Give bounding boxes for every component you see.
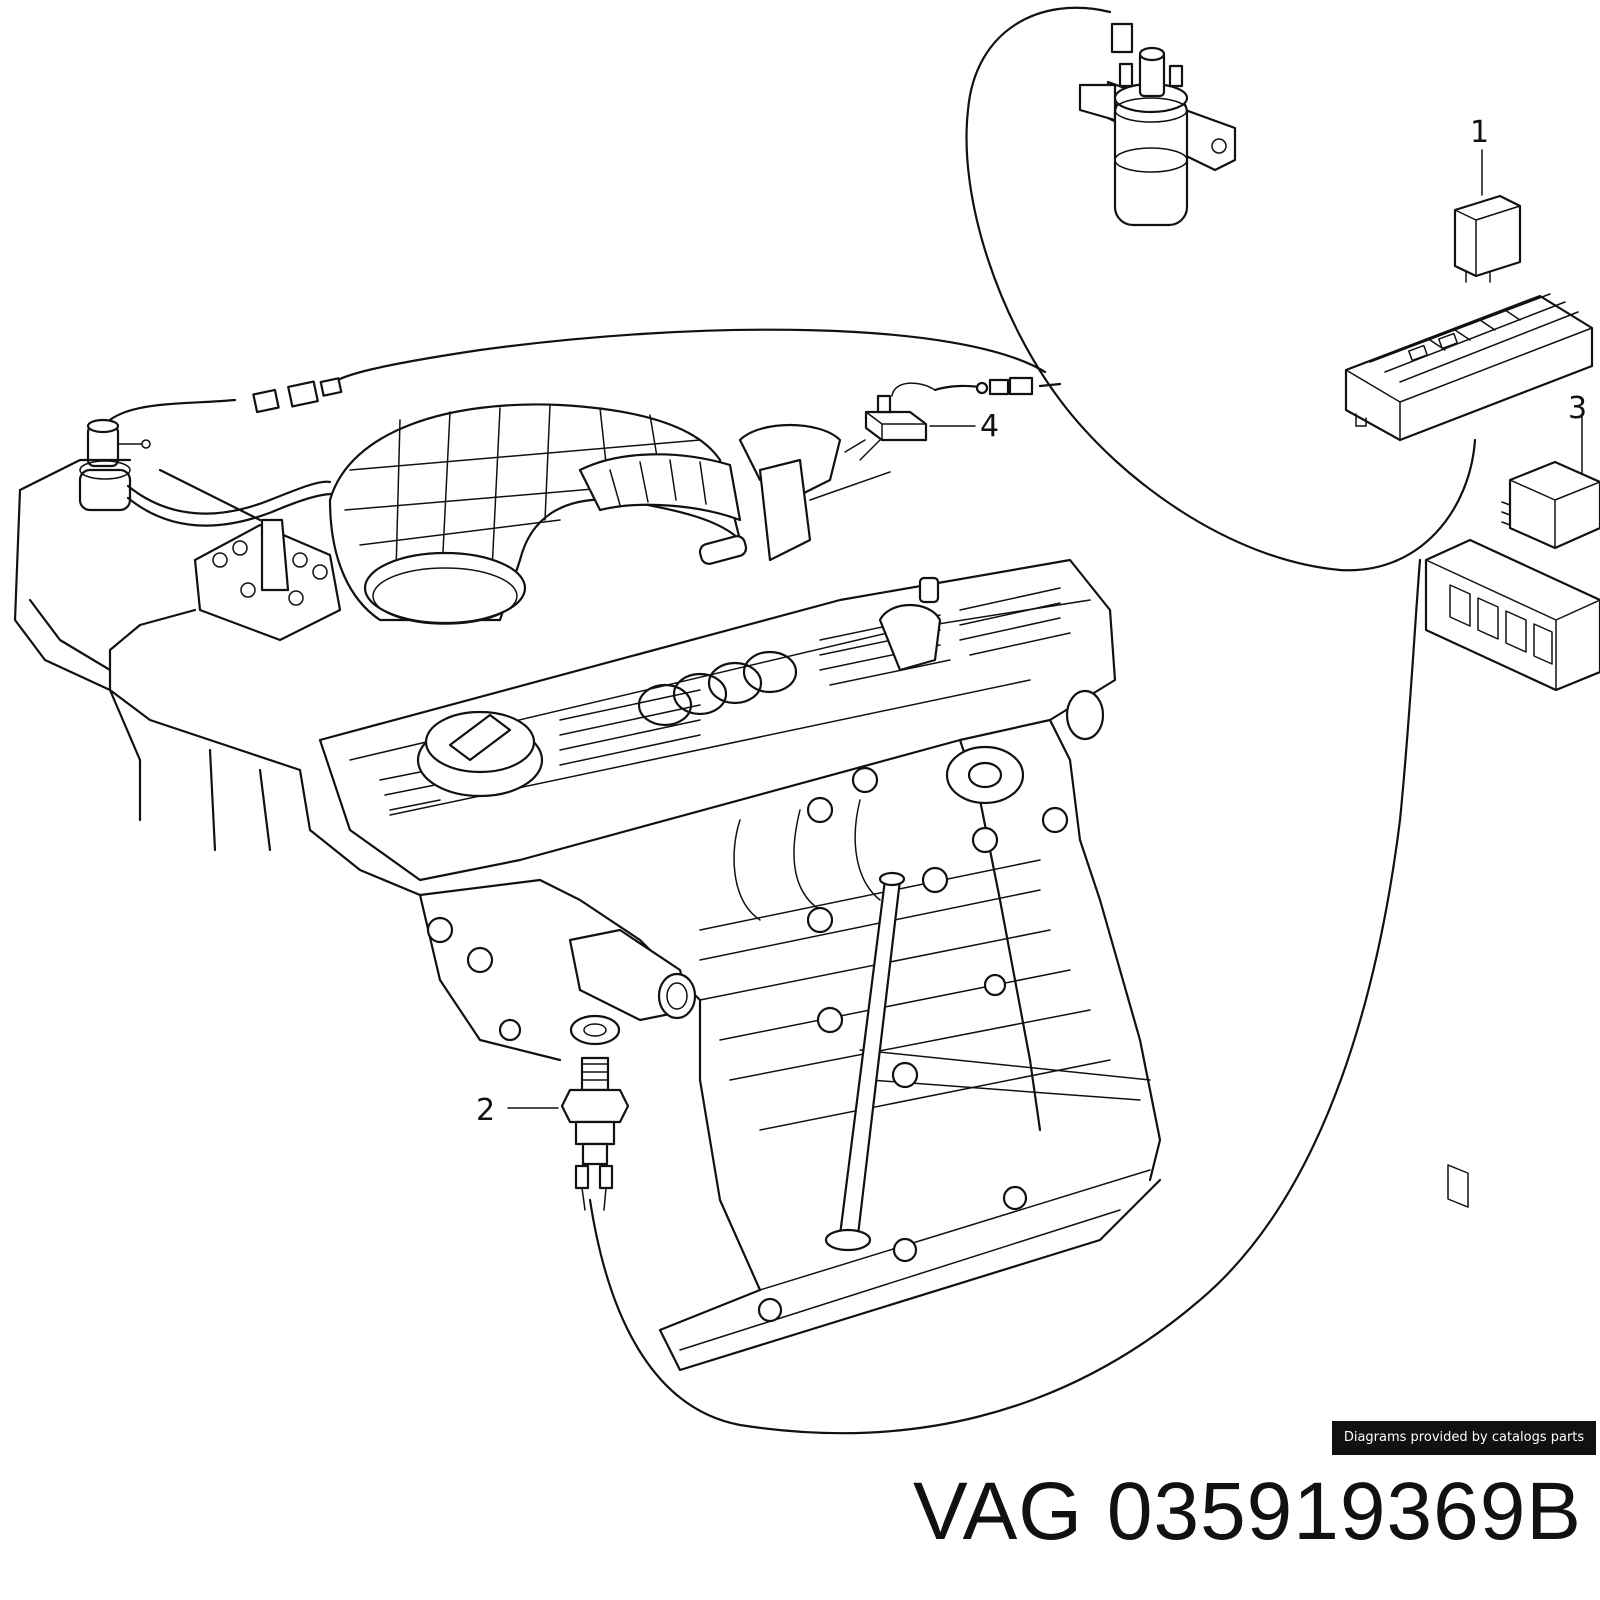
fuse-box [1344,293,1594,442]
wiring-harness [98,6,1477,1435]
part-number-title: VAG 035919369B [913,1466,1582,1557]
ignition-coil [1078,22,1237,227]
callouts: 1 2 3 4 [476,115,1587,1128]
rings-emblem [637,650,798,727]
callout-3: 3 [1568,391,1587,426]
connector-part-4 [844,382,976,461]
engine-block [13,403,1162,1372]
temperature-sensor-part-2 [507,1014,630,1211]
callout-1: 1 [1470,115,1489,150]
callout-4: 4 [980,409,999,444]
callout-2: 2 [476,1093,495,1128]
credit-banner: Diagrams provided by catalogs parts [1332,1421,1596,1455]
relay-part-1 [1453,149,1522,283]
left-sensor [78,418,334,527]
control-module-part-3 [1424,414,1600,1208]
harness-connectors [252,376,1034,414]
